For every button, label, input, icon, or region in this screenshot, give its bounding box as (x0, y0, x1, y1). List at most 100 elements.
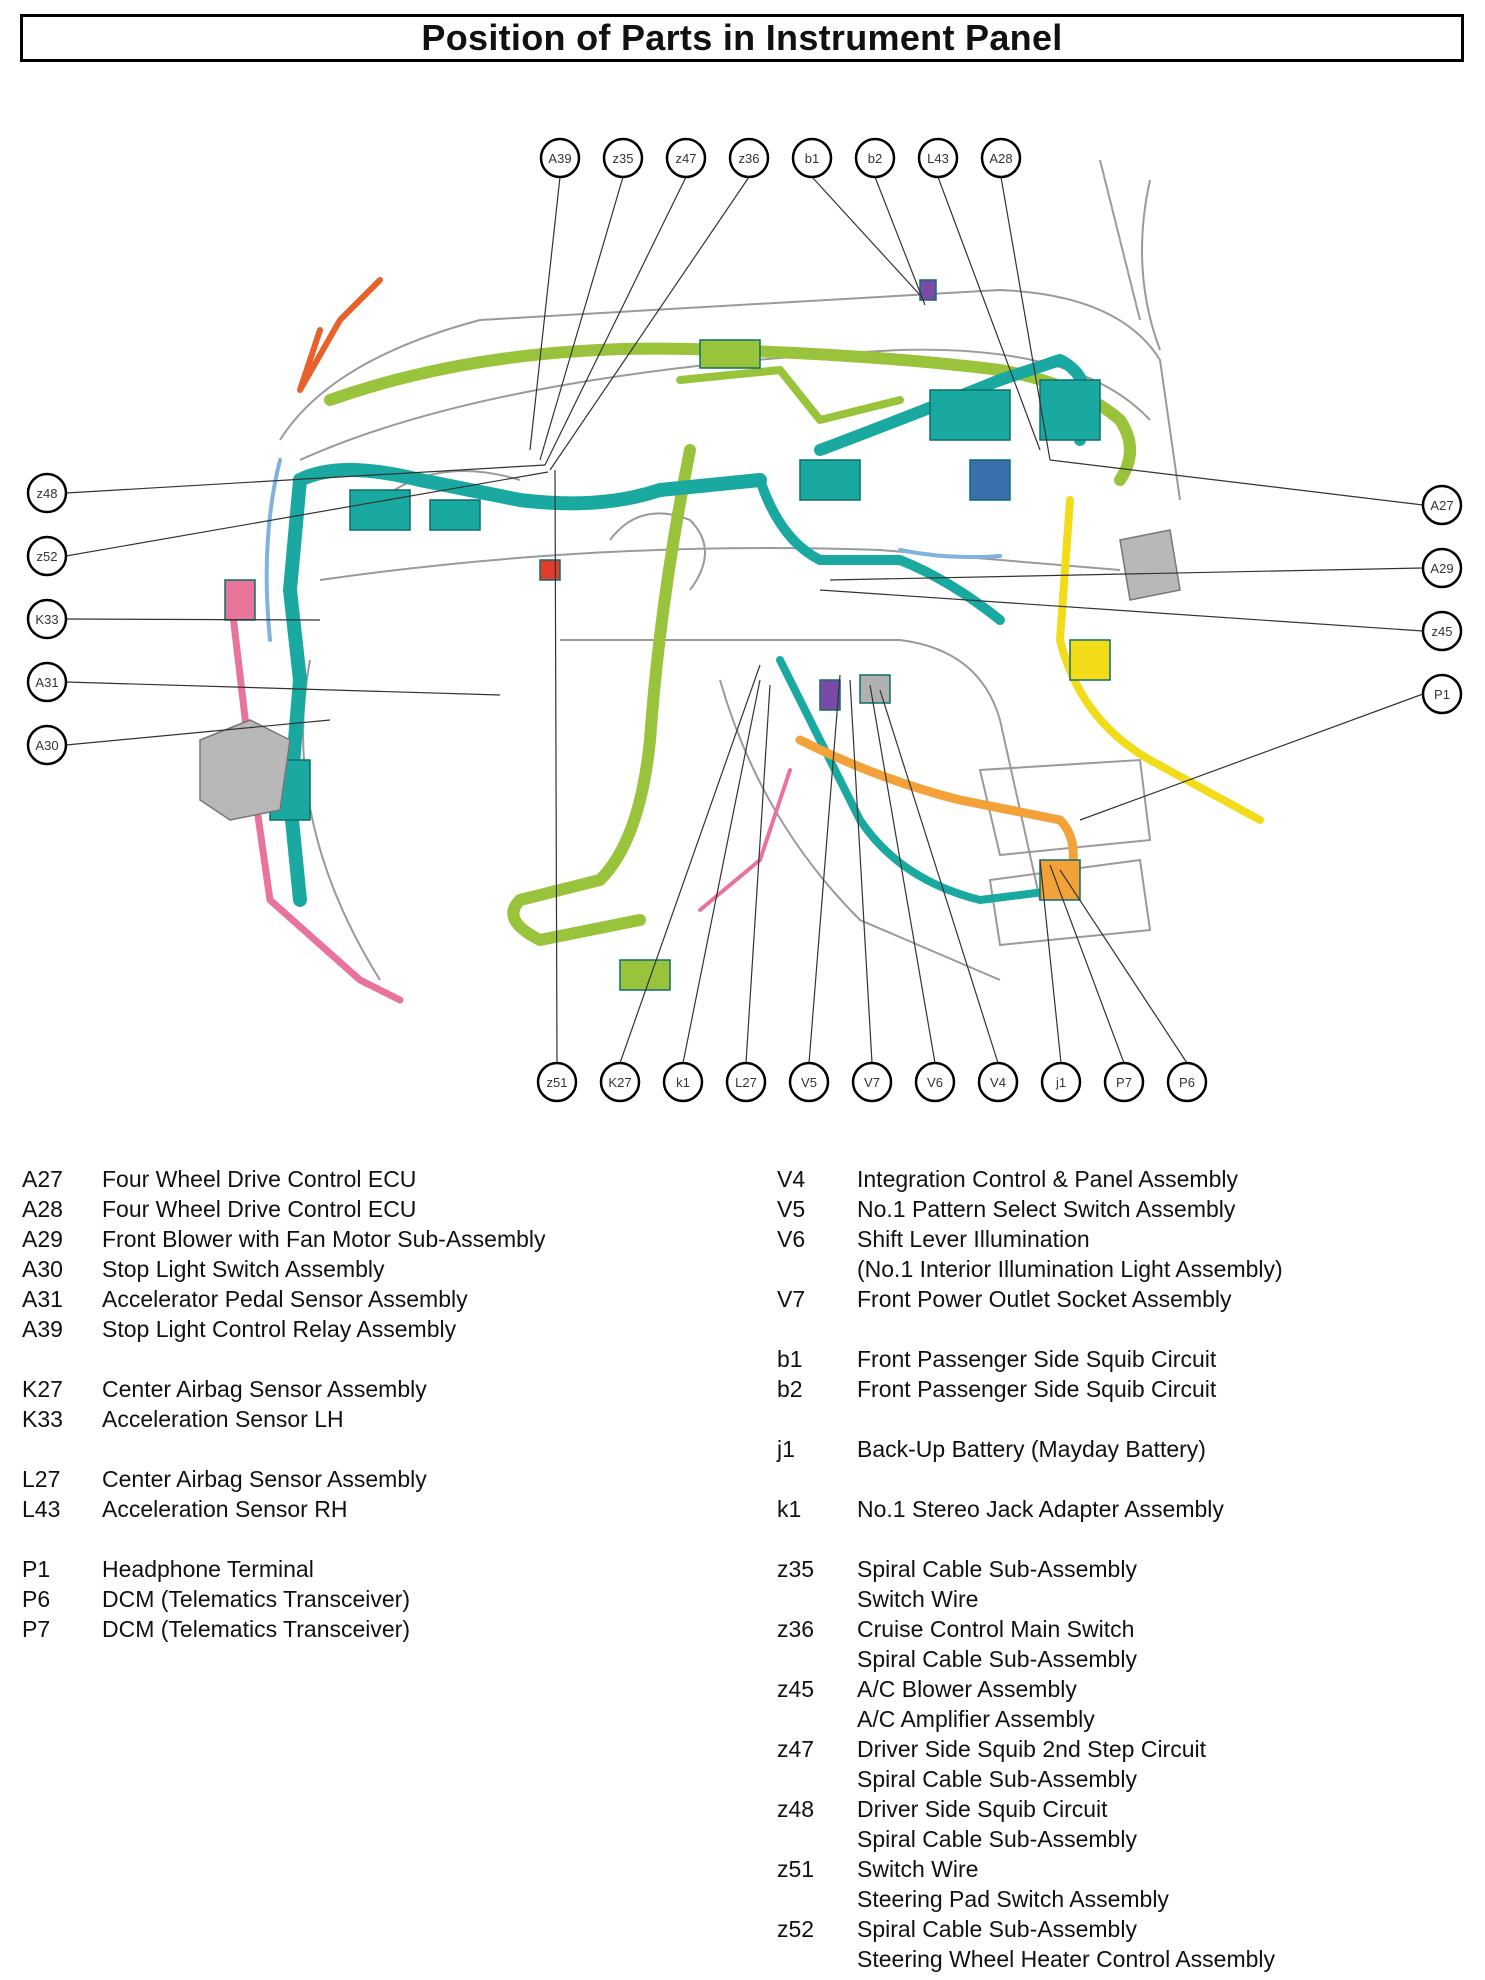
callout-text: z52 (37, 549, 58, 564)
legend-description: Four Wheel Drive Control ECU (102, 1166, 417, 1192)
callout-z52: z52 (26, 535, 68, 577)
legend-spacer (22, 1344, 546, 1374)
legend-code (777, 1584, 857, 1614)
callout-circle (602, 137, 644, 179)
callout-text: A27 (1430, 498, 1453, 513)
legend-description: Stop Light Control Relay Assembly (102, 1316, 457, 1342)
legend-description: Switch Wire (857, 1856, 979, 1882)
leader-line-a30 (65, 719, 331, 746)
legend-code: A39 (22, 1316, 63, 1342)
harness-yellow (1056, 496, 1264, 824)
callout-circle (26, 724, 68, 766)
legend-row: Spiral Cable Sub-Assembly (777, 1644, 1283, 1674)
legend-description: Shift Lever Illumination (857, 1226, 1090, 1252)
callout-p6: P6 (1166, 1061, 1208, 1103)
callout-a31: A31 (26, 661, 68, 703)
callout-text: A28 (989, 151, 1012, 166)
callout-l27: L27 (725, 1061, 767, 1103)
callout-z47: z47 (665, 137, 707, 179)
callout-circle (725, 1061, 767, 1103)
legend-code: P1 (22, 1556, 51, 1582)
callout-circle (917, 137, 959, 179)
legend-description: Front Blower with Fan Motor Sub-Assembly (102, 1226, 546, 1252)
callout-text: A31 (35, 675, 58, 690)
connector-block (224, 579, 256, 621)
callout-circle (851, 1061, 893, 1103)
callout-a28: A28 (980, 137, 1022, 179)
legend-spacer (777, 1464, 1283, 1494)
legend-code: z47 (777, 1736, 815, 1762)
callout-circle (914, 1061, 956, 1103)
legend-spacer (777, 1524, 1283, 1554)
leader-line-a39 (529, 176, 561, 451)
legend-code: P7 (22, 1616, 51, 1642)
legend-code: z36 (777, 1616, 815, 1642)
callout-circle (791, 137, 833, 179)
legend-description: Cruise Control Main Switch (857, 1616, 1135, 1642)
legend-code (777, 1254, 857, 1284)
leader-line-z35 (539, 176, 624, 461)
legend-description: Integration Control & Panel Assembly (857, 1166, 1238, 1192)
harness-green-upper (676, 366, 904, 424)
callout-a27: A27 (1421, 484, 1463, 526)
legend-description: DCM (Telematics Transceiver) (102, 1586, 410, 1612)
callout-text: A30 (35, 738, 58, 753)
callout-circle (1166, 1061, 1208, 1103)
callout-text: V7 (864, 1075, 880, 1090)
harness-pink-2 (698, 768, 792, 912)
legend-code (777, 1704, 857, 1734)
leader-line-a31 (65, 681, 501, 696)
connector-block (969, 459, 1011, 501)
callout-p7: P7 (1103, 1061, 1145, 1103)
callout-z36: z36 (728, 137, 770, 179)
callout-a39: A39 (539, 137, 581, 179)
connector-block (859, 674, 891, 704)
leader-line-p6 (1059, 869, 1188, 1064)
legend-row: A27 Four Wheel Drive Control ECU (22, 1164, 546, 1194)
connector-block (349, 489, 411, 531)
legend-description: Spiral Cable Sub-Assembly (857, 1916, 1137, 1942)
legend-row: A39 Stop Light Control Relay Assembly (22, 1314, 546, 1344)
leader-line-a28 (1000, 176, 1051, 461)
legend-description: Back-Up Battery (Mayday Battery) (857, 1436, 1206, 1462)
callout-text: z35 (613, 151, 634, 166)
callout-circle (980, 137, 1022, 179)
legend-description: Spiral Cable Sub-Assembly (857, 1646, 1137, 1672)
connector-blocks (199, 279, 1181, 991)
callout-text: K27 (608, 1075, 631, 1090)
legend-row: Steering Pad Switch Assembly (777, 1884, 1283, 1914)
callout-text: z48 (37, 486, 58, 501)
callout-a30: A30 (26, 724, 68, 766)
legend-code: K33 (22, 1406, 63, 1432)
legend-row: z36 Cruise Control Main Switch (777, 1614, 1283, 1644)
callout-text: P7 (1116, 1075, 1132, 1090)
legend-code: L27 (22, 1466, 61, 1492)
callout-circle (977, 1061, 1019, 1103)
legend-row: Switch Wire (777, 1584, 1283, 1614)
legend-code: A27 (22, 1166, 63, 1192)
leader-line-j1 (1039, 859, 1062, 1064)
callout-circle (26, 535, 68, 577)
leader-line-b2 (874, 176, 926, 306)
connector-block (819, 679, 841, 711)
connector-block (1039, 379, 1101, 441)
callout-circle (26, 598, 68, 640)
legend-code (777, 1764, 857, 1794)
legend-description: A/C Amplifier Assembly (857, 1706, 1095, 1732)
harness-green-drop (507, 444, 696, 946)
legend-description: Front Passenger Side Squib Circuit (857, 1376, 1217, 1402)
legend-description: Accelerator Pedal Sensor Assembly (102, 1286, 468, 1312)
callout-text: K33 (35, 612, 58, 627)
legend-row: Spiral Cable Sub-Assembly (777, 1824, 1283, 1854)
